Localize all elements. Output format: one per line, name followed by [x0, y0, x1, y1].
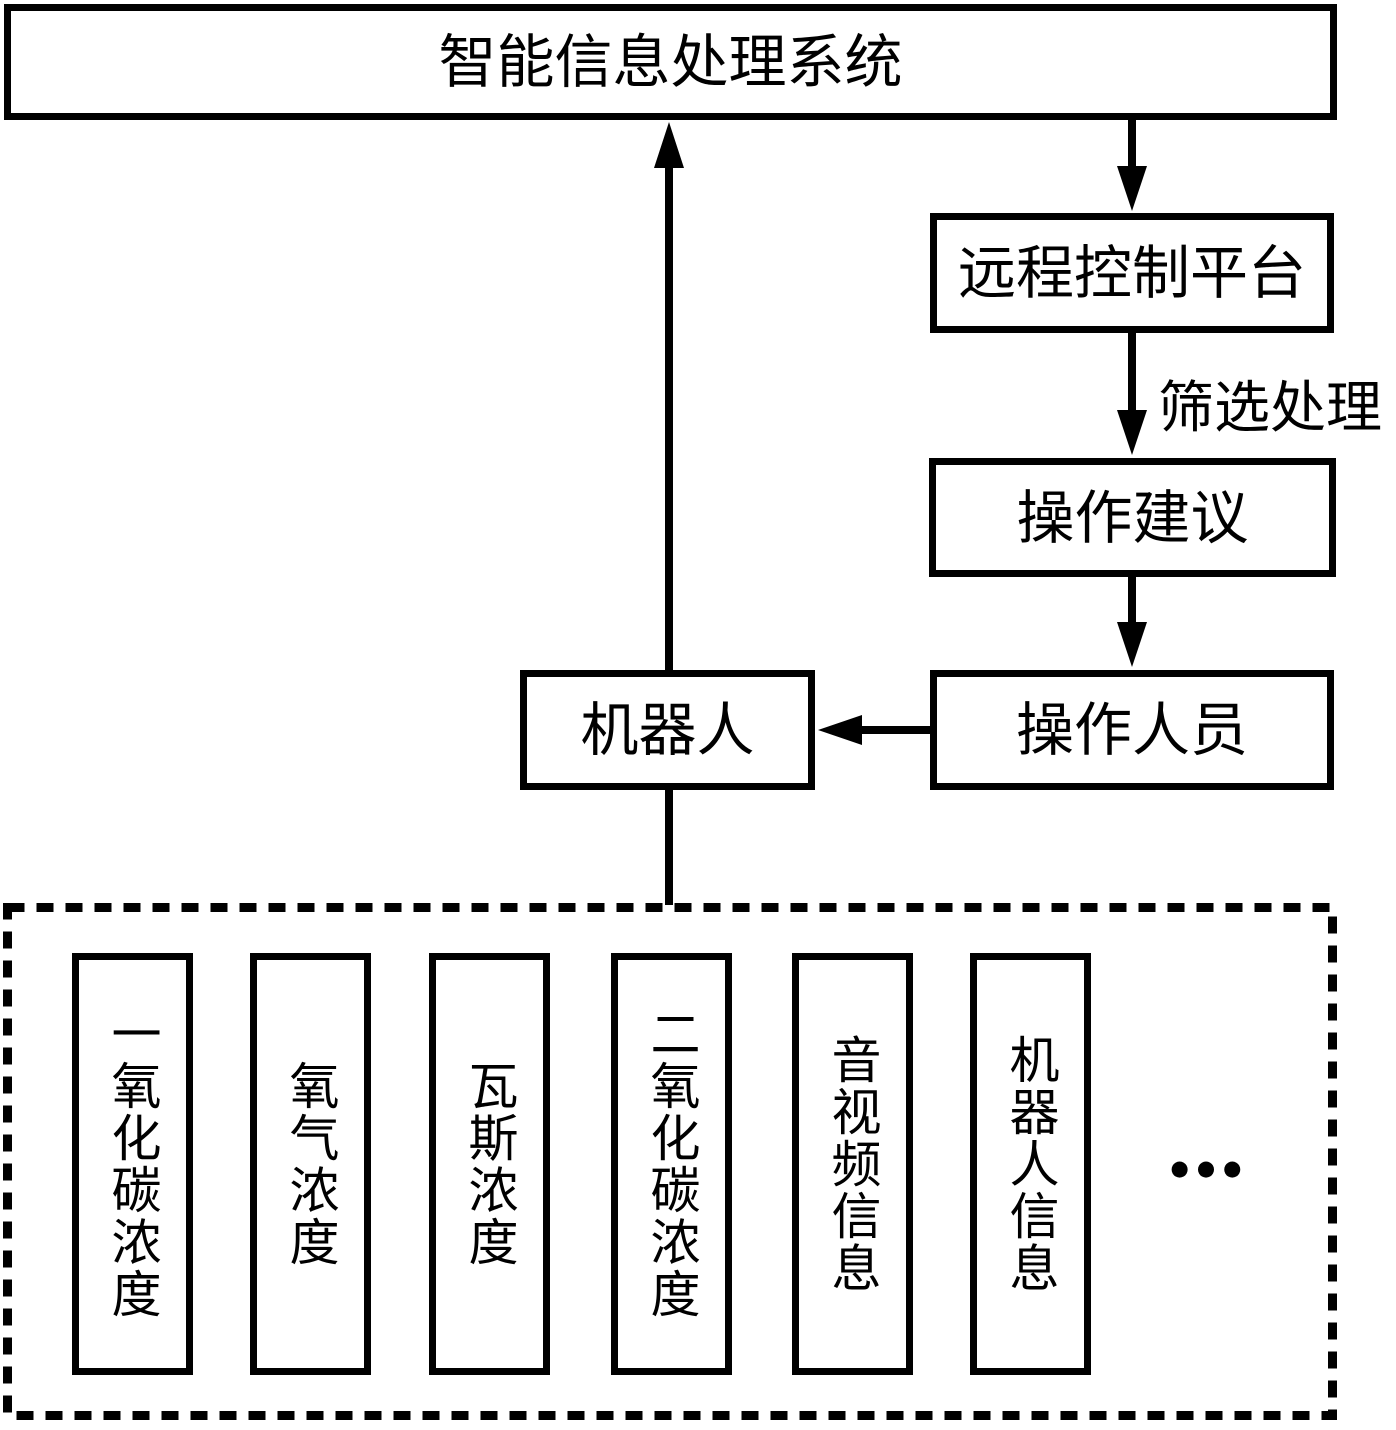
node-label: 智能信息处理系统 [438, 28, 903, 96]
node-operator-personnel: 操作人员 [930, 670, 1334, 790]
sensor-label: 机器人信息 [1001, 1034, 1060, 1294]
sensor-label: 一氧化碳浓度 [103, 1008, 162, 1320]
arrowhead-left-into-robot [818, 715, 862, 745]
sensor-box-carbon-dioxide-concentration: 二氧化碳浓度 [611, 953, 732, 1375]
sensor-box-oxygen-concentration: 氧气浓度 [250, 953, 371, 1375]
arrowhead-up-into-system [654, 122, 684, 168]
node-intelligent-info-processing-system: 智能信息处理系统 [4, 4, 1337, 120]
sensor-label: 音视频信息 [823, 1034, 882, 1294]
arrowhead-down-into-platform [1117, 166, 1147, 211]
node-robot: 机器人 [520, 670, 815, 790]
node-label: 机器人 [580, 696, 755, 764]
node-operation-suggestion: 操作建议 [929, 458, 1336, 577]
ellipsis-more-sensors: ●●● [1170, 1156, 1250, 1180]
sensor-box-audio-video-information: 音视频信息 [792, 953, 913, 1375]
sensor-box-robot-information: 机器人信息 [970, 953, 1091, 1375]
sensor-label: 氧气浓度 [281, 1060, 340, 1268]
sensor-box-gas-concentration: 瓦斯浓度 [429, 953, 550, 1375]
node-label: 远程控制平台 [957, 239, 1306, 307]
arrowhead-down-into-operator [1117, 622, 1147, 667]
sensor-label: 二氧化碳浓度 [642, 1008, 701, 1320]
edge-label-filter-processing: 筛选处理 [1158, 376, 1382, 441]
node-label: 操作人员 [1015, 696, 1248, 764]
arrowhead-down-into-suggestion [1117, 410, 1147, 455]
sensor-group-dashed-border [3, 903, 1337, 1420]
sensor-box-carbon-monoxide-concentration: 一氧化碳浓度 [72, 953, 193, 1375]
node-label: 操作建议 [1016, 483, 1249, 552]
sensor-label: 瓦斯浓度 [460, 1060, 519, 1268]
node-remote-control-platform: 远程控制平台 [930, 213, 1334, 333]
